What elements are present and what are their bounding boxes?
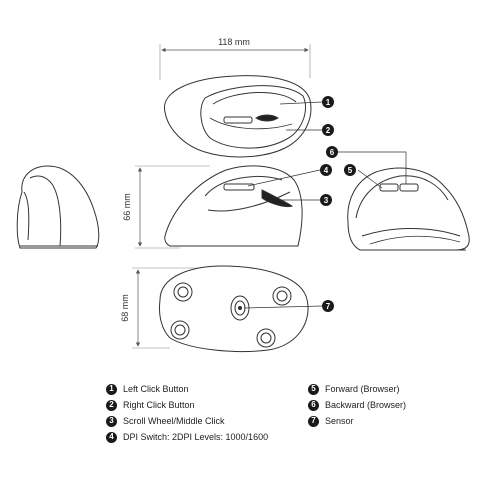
legend-label: Scroll Wheel/Middle Click — [123, 416, 225, 426]
legend-label: Sensor — [325, 416, 354, 426]
foot-pad — [173, 282, 193, 302]
callout-number: 3 — [324, 196, 329, 205]
legend-label: Forward (Browser) — [325, 384, 400, 394]
side-view — [135, 165, 303, 249]
foot-pad — [170, 320, 190, 340]
callout-5: 5 — [344, 164, 356, 176]
height-dimension-label: 66 mm — [122, 193, 132, 221]
callout-2: 2 — [322, 124, 334, 136]
legend-label: Right Click Button — [123, 400, 195, 410]
legend-right: 5 Forward (Browser) 6 Backward (Browser)… — [308, 381, 406, 429]
legend-item: 2 Right Click Button — [106, 397, 268, 413]
bottom-view-body — [159, 265, 309, 352]
scroll-wheel-top — [255, 114, 279, 122]
depth-dimension-label: 68 mm — [120, 294, 130, 322]
legend-item: 6 Backward (Browser) — [308, 397, 406, 413]
callout-number: 1 — [326, 98, 331, 107]
legend-number: 2 — [106, 399, 117, 411]
callout-3: 3 — [320, 194, 332, 206]
callout-7: 7 — [322, 300, 334, 312]
legend-number: 4 — [106, 431, 117, 443]
front-view — [347, 167, 470, 251]
legend-number: 5 — [308, 383, 319, 395]
callout-number: 4 — [324, 166, 329, 175]
side-view-body — [164, 165, 303, 247]
legend-number: 6 — [308, 399, 319, 411]
legend-item: 7 Sensor — [308, 413, 406, 429]
legend-item: 3 Scroll Wheel/Middle Click — [106, 413, 268, 429]
callout-4: 4 — [320, 164, 332, 176]
backward-button — [399, 183, 419, 192]
leader-lines — [243, 101, 407, 309]
callout-6: 6 — [326, 146, 338, 158]
scroll-wheel-side — [261, 189, 294, 207]
callout-number: 6 — [330, 148, 335, 157]
legend-number: 3 — [106, 415, 117, 427]
legend-item: 5 Forward (Browser) — [308, 381, 406, 397]
legend-label: Left Click Button — [123, 384, 189, 394]
top-view — [159, 44, 312, 158]
front-view-body — [347, 167, 470, 251]
callout-number: 5 — [348, 166, 353, 175]
legend-item: 1 Left Click Button — [106, 381, 268, 397]
legend-label: Backward (Browser) — [325, 400, 407, 410]
width-dimension-label: 118 mm — [218, 37, 250, 47]
dpi-switch-side — [223, 183, 255, 191]
callout-number: 2 — [326, 126, 331, 135]
bottom-view — [132, 265, 309, 352]
forward-button — [379, 183, 399, 192]
legend-item: 4 DPI Switch: 2DPI Levels: 1000/1600 — [106, 429, 268, 445]
legend-number: 7 — [308, 415, 319, 427]
rear-view — [16, 165, 100, 249]
callout-number: 7 — [326, 302, 331, 311]
legend-left: 1 Left Click Button 2 Right Click Button… — [106, 381, 268, 445]
legend-number: 1 — [106, 383, 117, 395]
foot-pad — [272, 286, 292, 306]
top-view-body — [164, 75, 312, 158]
foot-pad — [256, 328, 276, 348]
dpi-switch-top — [223, 116, 253, 124]
legend-label: DPI Switch: 2DPI Levels: 1000/1600 — [123, 432, 269, 442]
callout-1: 1 — [322, 96, 334, 108]
